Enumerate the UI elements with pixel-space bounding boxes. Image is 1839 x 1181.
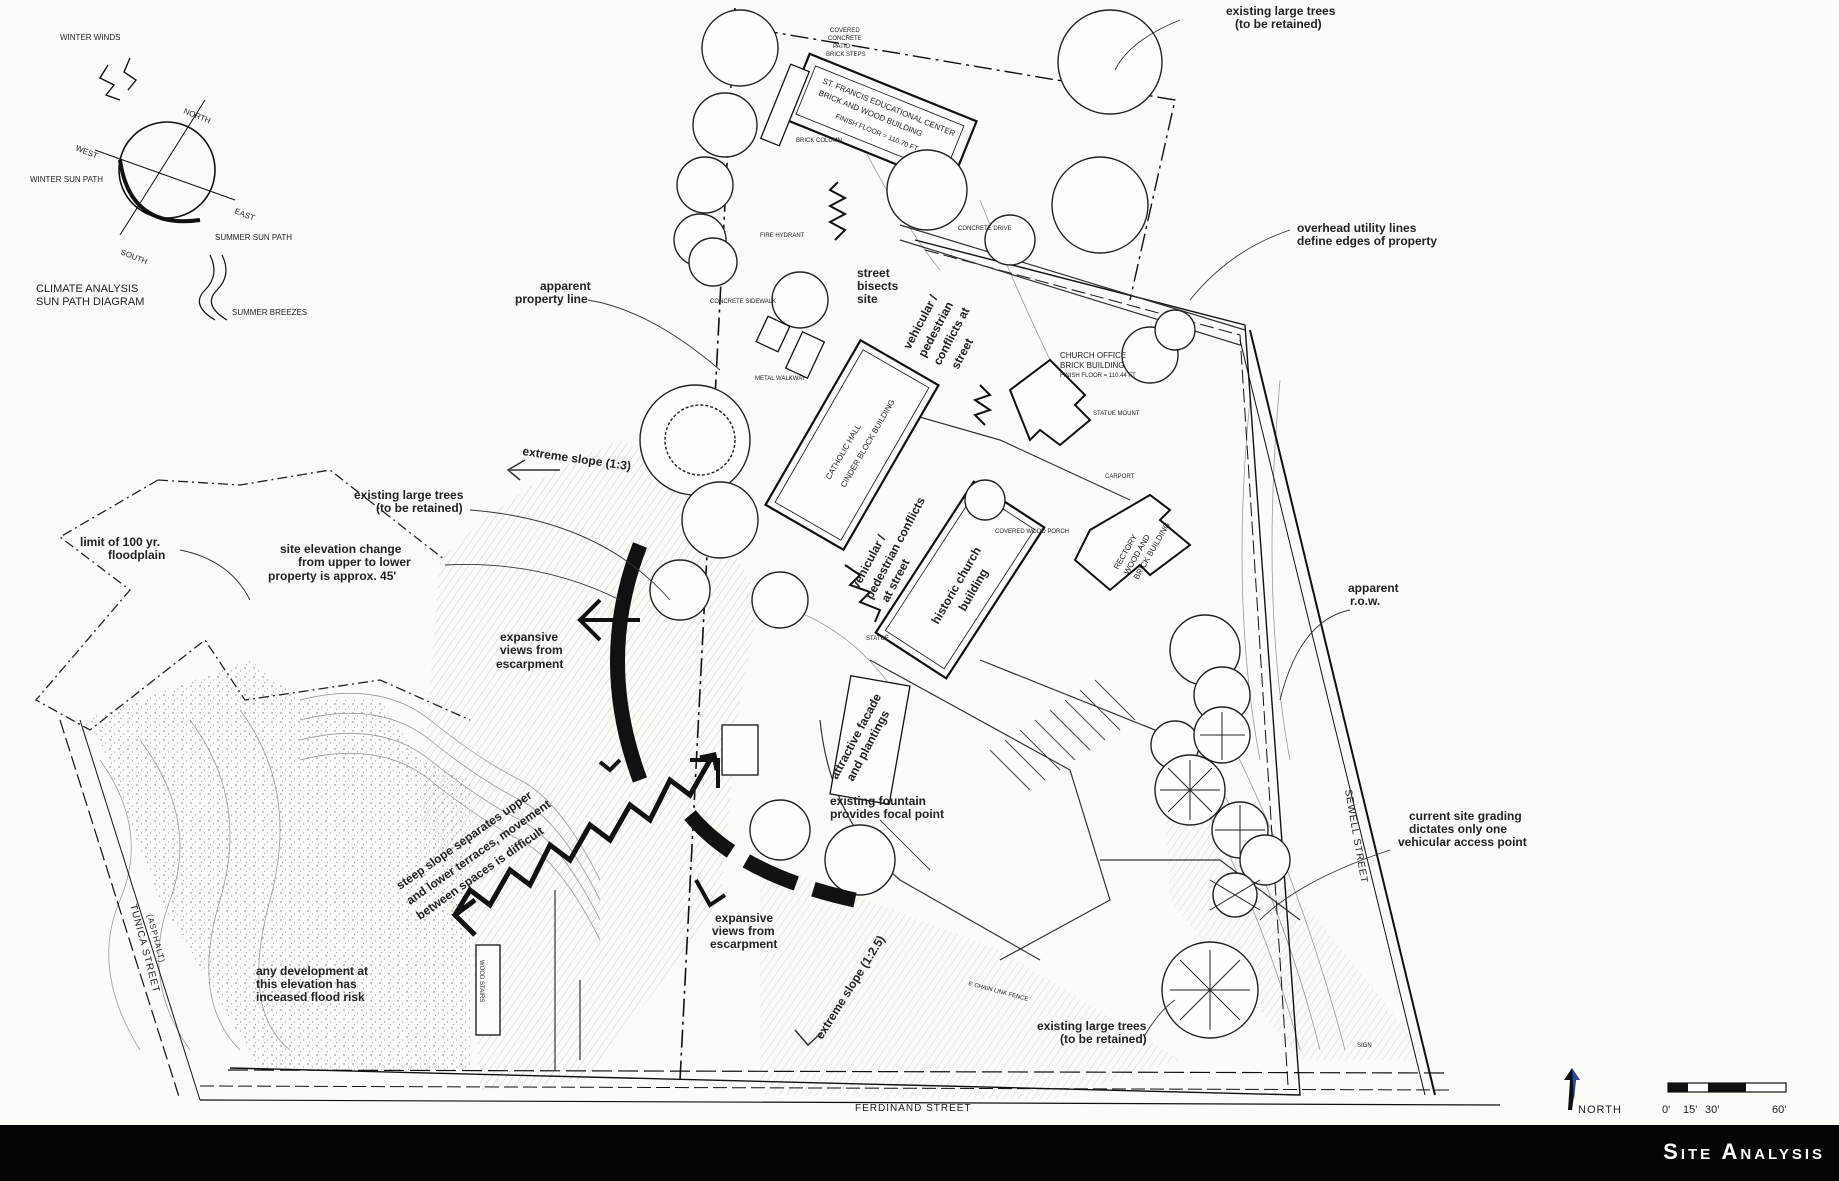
site-plan-sheet: WINTER WINDS NORTH WEST EAST SOUTH WINTE… xyxy=(30,4,1787,1116)
slope-arrows xyxy=(506,459,823,1047)
overhead-utility-2: define edges of property xyxy=(1297,234,1437,248)
expansive-views-3: escarpment xyxy=(496,657,563,671)
current-grading-2: dictates only one xyxy=(1409,822,1507,836)
street-bisects-1: street xyxy=(857,266,890,280)
label-summer-sun-path: SUMMER SUN PATH xyxy=(215,233,292,242)
covered-patio-2: CONCRETE xyxy=(828,36,862,42)
scale-0: 0' xyxy=(1662,1104,1670,1116)
north-arrow-label: NORTH xyxy=(1578,1104,1622,1116)
label-west: WEST xyxy=(74,144,99,161)
label-south: SOUTH xyxy=(119,248,149,267)
scale-60: 60' xyxy=(1772,1104,1786,1116)
wood-stairs: WOOD STAIRS xyxy=(478,960,484,1002)
view-arrows xyxy=(577,598,727,908)
apparent-property-line-2: property line xyxy=(515,292,588,306)
existing-trees-bottom-1: existing large trees xyxy=(1037,1019,1147,1033)
building-church-office xyxy=(1008,358,1092,447)
expansive-views-2: views from xyxy=(500,643,563,657)
church-office-label-2: BRICK BUILDING xyxy=(1060,361,1124,370)
property-lines xyxy=(59,7,1501,1106)
scale-bar: 0' 15' 30' 60' xyxy=(1662,1082,1787,1116)
climate-labels: WINTER WINDS NORTH WEST EAST SOUTH WINTE… xyxy=(30,33,307,317)
apparent-row-2: r.o.w. xyxy=(1350,594,1380,608)
existing-trees-top-1: existing large trees xyxy=(1226,4,1336,18)
sheet-title: Site Analysis xyxy=(1663,1139,1825,1164)
label-winter-sun-path: WINTER SUN PATH xyxy=(30,175,103,184)
scale-30: 30' xyxy=(1705,1104,1719,1116)
concrete-drive: CONCRETE DRIVE xyxy=(958,226,1012,232)
label-summer-breezes: SUMMER BREEZES xyxy=(232,308,307,317)
floodplain-area xyxy=(34,469,471,1070)
any-development-3: inceased flood risk xyxy=(256,990,365,1004)
building-rectory xyxy=(1073,493,1192,592)
church-office-label-1: CHURCH OFFICE xyxy=(1060,351,1126,360)
tree-spokes xyxy=(1160,712,1265,1030)
existing-trees-bottom-2: (to be retained) xyxy=(1060,1032,1147,1046)
building-historic-church xyxy=(874,480,1046,680)
apparent-property-line-1: apparent xyxy=(540,279,591,293)
label-east: EAST xyxy=(233,207,256,223)
expansive-views-low-2: views from xyxy=(712,924,775,938)
concrete-sidewalk: CONCRETE SIDEWALK xyxy=(710,299,776,305)
fire-hydrant: FIRE HYDRANT xyxy=(760,233,805,239)
expansive-views-low-1: expansive xyxy=(715,911,773,925)
site-elev-1: site elevation change xyxy=(280,542,402,556)
existing-trees-mid-1: existing large trees xyxy=(354,488,464,502)
statue-mount: STATUE MOUNT xyxy=(1093,411,1140,417)
title-bar: Site Analysis xyxy=(0,1125,1839,1181)
site-elev-3: property is approx. 45' xyxy=(268,569,396,583)
climate-title-1: CLIMATE ANALYSIS xyxy=(36,283,138,295)
label-winter-winds: WINTER WINDS xyxy=(60,33,120,42)
any-development-2: this elevation has xyxy=(256,977,357,991)
street-bisects-2: bisects xyxy=(857,279,899,293)
current-grading-3: vehicular access point xyxy=(1398,835,1527,849)
brick-column: BRICK COLUMN xyxy=(796,138,842,144)
small-site-labels: COVERED CONCRETE PATIO BRICK STEPS BRICK… xyxy=(478,28,1372,1049)
limit-floodplain-1: limit of 100 yr. xyxy=(80,535,160,549)
climate-diagram xyxy=(94,57,236,321)
metal-walkway: METAL WALKWAY xyxy=(755,376,806,382)
label-north: NORTH xyxy=(182,107,212,126)
statue: STATUE xyxy=(866,636,889,642)
overhead-utility-1: overhead utility lines xyxy=(1297,221,1417,235)
escarpment-arc xyxy=(610,542,857,908)
small-structures xyxy=(475,63,911,1036)
any-development-1: any development at xyxy=(256,964,368,978)
brick-steps: BRICK STEPS xyxy=(826,52,866,58)
scale-15: 15' xyxy=(1683,1104,1697,1116)
existing-trees-top-2: (to be retained) xyxy=(1235,17,1322,31)
covered-wood-porch: COVERED WOOD PORCH xyxy=(995,529,1069,535)
apparent-row-1: apparent xyxy=(1348,581,1399,595)
slope-shading xyxy=(420,440,1430,1100)
street-bisects-3: site xyxy=(857,292,878,306)
limit-floodplain-2: floodplain xyxy=(108,548,165,562)
covered-patio-1: COVERED xyxy=(830,28,860,34)
expansive-views-1: expansive xyxy=(500,630,558,644)
ferdinand-street: FERDINAND STREET xyxy=(855,1103,972,1114)
covered-patio-3: PATIO xyxy=(833,44,850,50)
climate-title-2: SUN PATH DIAGRAM xyxy=(36,296,144,308)
parking-stripes xyxy=(989,679,1136,791)
existing-trees-mid-2: (to be retained) xyxy=(376,501,463,515)
church-office-label-3: FINISH FLOOR = 110.44 FT xyxy=(1060,373,1136,379)
carport: CARPORT xyxy=(1105,474,1135,480)
leader-lines xyxy=(179,19,1391,1036)
existing-fountain-1: existing fountain xyxy=(830,794,926,808)
building-catholic-hall xyxy=(764,338,940,552)
current-grading-1: current site grading xyxy=(1409,809,1522,823)
existing-fountain-2: provides focal point xyxy=(830,807,944,821)
site-elev-2: from upper to lower xyxy=(298,555,411,569)
expansive-views-low-3: escarpment xyxy=(710,937,777,951)
sign: SIGN xyxy=(1357,1043,1372,1049)
north-arrow: NORTH xyxy=(1564,1068,1622,1116)
site-analysis-drawing: WINTER WINDS NORTH WEST EAST SOUTH WINTE… xyxy=(30,4,1787,1116)
conflict-zigzags xyxy=(827,181,993,623)
